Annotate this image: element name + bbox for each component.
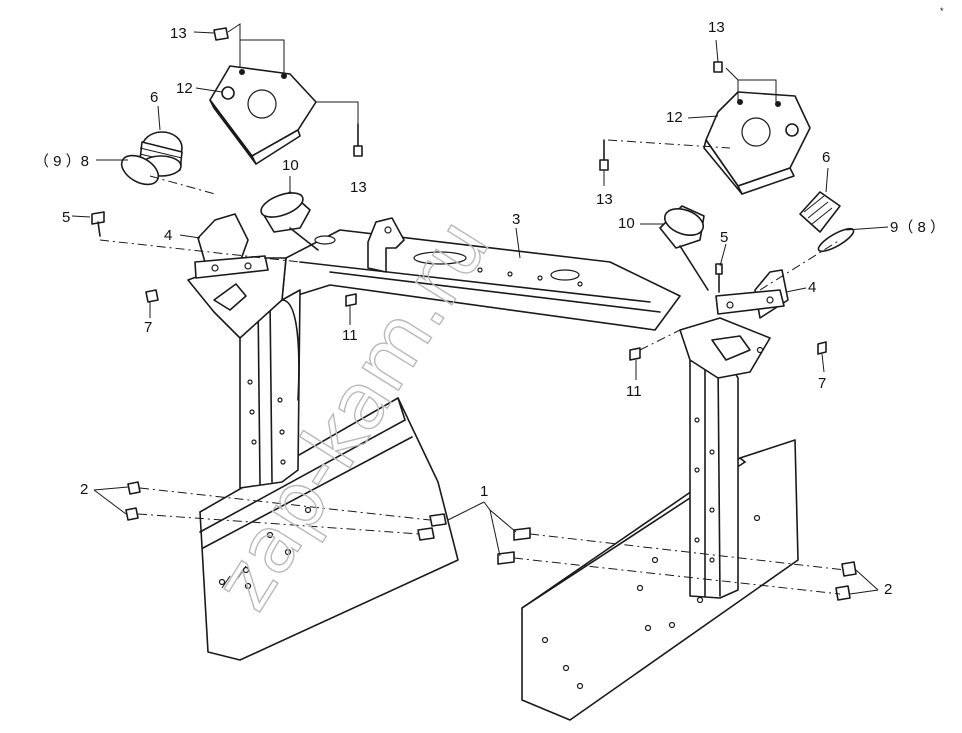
- callout-9-right: 9（ 8 ）: [890, 219, 945, 236]
- callout-11-left: 11: [342, 327, 358, 344]
- corner-mark: *: [940, 6, 944, 16]
- lower-bolts-right: [497, 527, 857, 601]
- callout-8-left: （ 9 ）8: [34, 153, 89, 170]
- callout-13-right-top: 13: [708, 19, 725, 36]
- callout-11-right: 11: [626, 383, 642, 400]
- assembly-centerlines: [99, 139, 846, 595]
- front-frame: [187, 217, 771, 599]
- callout-10-left: 10: [282, 157, 299, 174]
- callout-7-left: 7: [144, 319, 152, 336]
- right-lower-panel: [521, 439, 799, 721]
- callout-7-right: 7: [818, 375, 826, 392]
- callout-2-left: 2: [80, 481, 88, 498]
- left-engine-mount: [209, 65, 317, 165]
- right-washer: [817, 227, 855, 253]
- callout-12-right: 12: [666, 109, 683, 126]
- callout-12-left: 12: [176, 80, 193, 97]
- callout-4-left: 4: [164, 227, 172, 244]
- left-buffer-10: [260, 191, 319, 251]
- callout-4-right: 4: [808, 279, 816, 296]
- right-bracket: [715, 269, 789, 319]
- callout-13-left-bottom: 13: [350, 179, 367, 196]
- lower-bolts-left: [125, 481, 447, 541]
- callout-5-right: 5: [720, 229, 728, 246]
- right-rubber-cushion: [799, 191, 841, 233]
- left-fasteners: [91, 27, 363, 307]
- right-fasteners: [599, 61, 827, 361]
- callout-13-right-bottom: 13: [596, 191, 613, 208]
- leader-lines: [71, 23, 889, 595]
- callout-1: 1: [480, 483, 488, 500]
- right-engine-mount: [703, 91, 811, 195]
- left-lower-panel: [199, 397, 459, 661]
- callout-13-left-top: 13: [170, 25, 187, 42]
- callout-6-right: 6: [822, 149, 830, 166]
- left-bracket: [194, 213, 269, 279]
- right-buffer-10: [659, 205, 709, 291]
- callout-2-right: 2: [884, 581, 892, 598]
- callout-3: 3: [512, 211, 520, 228]
- callout-10-right: 10: [618, 215, 635, 232]
- callout-5-left: 5: [62, 209, 70, 226]
- callout-6-left: 6: [150, 89, 158, 106]
- callout-labels: 13 12 6 （ 9 ）8 10 13 5 4 7 11 3 2 1 13 1…: [34, 6, 945, 598]
